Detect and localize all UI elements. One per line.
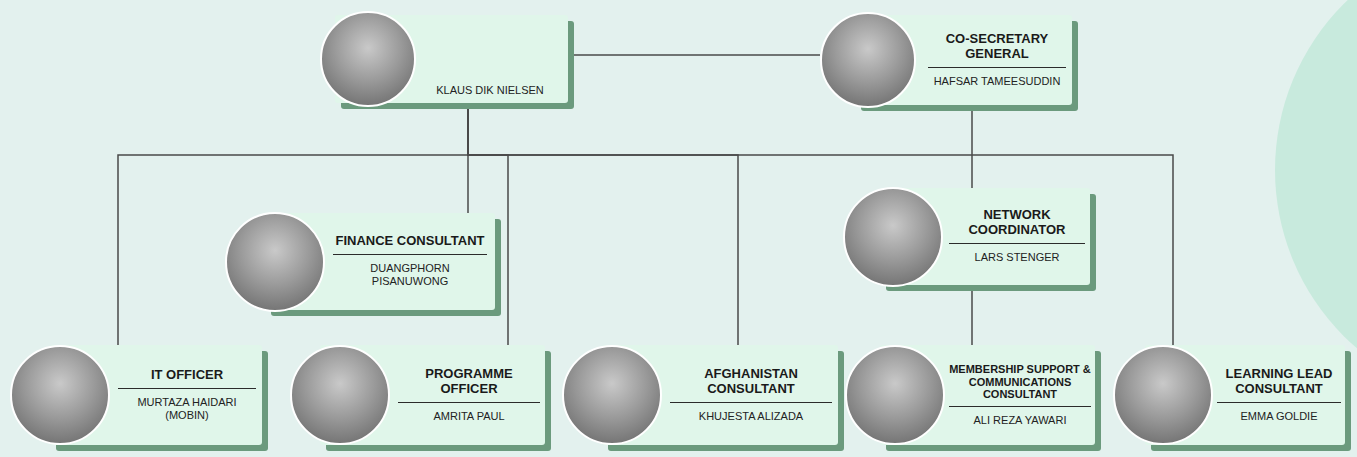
staff-card: KLAUS DIK NIELSEN <box>320 15 568 103</box>
staff-card: MEMBERSHIP SUPPORT & COMMUNICATIONS CONS… <box>845 345 1095 445</box>
staff-card: FINANCE CONSULTANT DUANGPHORN PISANUWONG <box>225 213 495 310</box>
portrait-photo <box>10 345 110 445</box>
person-name: AMRITA PAUL <box>398 410 540 423</box>
portrait-photo <box>562 345 662 445</box>
portrait-photo <box>290 345 390 445</box>
role-title: LEARNING LEAD CONSULTANT <box>1217 367 1341 403</box>
text-column: AFGHANISTAN CONSULTANT KHUJESTA ALIZADA <box>670 345 832 445</box>
text-group: FINANCE CONSULTANT DUANGPHORN PISANUWONG <box>333 234 487 288</box>
text-column: KLAUS DIK NIELSEN <box>420 15 560 103</box>
staff-card: AFGHANISTAN CONSULTANT KHUJESTA ALIZADA <box>562 345 838 445</box>
portrait-photo <box>1113 345 1213 445</box>
text-group: KLAUS DIK NIELSEN <box>420 84 560 97</box>
person-name: KLAUS DIK NIELSEN <box>420 84 560 97</box>
role-title: FINANCE CONSULTANT <box>333 234 487 255</box>
portrait-photo <box>320 11 416 107</box>
person-name: MURTAZA HAIDARI (MOBIN) <box>118 396 256 422</box>
role-title: NETWORK COORDINATOR <box>949 208 1085 244</box>
person-name: EMMA GOLDIE <box>1217 410 1341 423</box>
text-column: PROGRAMME OFFICER AMRITA PAUL <box>398 345 540 445</box>
portrait-photo <box>845 345 945 445</box>
person-name: KHUJESTA ALIZADA <box>670 410 832 423</box>
text-group: LEARNING LEAD CONSULTANT EMMA GOLDIE <box>1217 367 1341 423</box>
text-group: NETWORK COORDINATOR LARS STENGER <box>949 208 1085 264</box>
person-name: HAFSAR TAMEESUDDIN <box>928 75 1066 88</box>
org-connector <box>468 103 738 345</box>
org-connector <box>468 103 1173 345</box>
org-connector <box>568 54 820 56</box>
portrait-photo <box>225 212 325 312</box>
staff-card: IT OFFICER MURTAZA HAIDARI (MOBIN) <box>10 345 262 445</box>
org-connector <box>971 105 973 188</box>
text-column: LEARNING LEAD CONSULTANT EMMA GOLDIE <box>1217 345 1341 445</box>
role-title: IT OFFICER <box>118 368 256 389</box>
role-title: CO-SECRETARY GENERAL <box>928 32 1066 68</box>
text-column: IT OFFICER MURTAZA HAIDARI (MOBIN) <box>118 345 256 445</box>
text-group: AFGHANISTAN CONSULTANT KHUJESTA ALIZADA <box>670 367 832 423</box>
text-column: FINANCE CONSULTANT DUANGPHORN PISANUWONG <box>333 213 487 310</box>
role-title: AFGHANISTAN CONSULTANT <box>670 367 832 403</box>
text-group: IT OFFICER MURTAZA HAIDARI (MOBIN) <box>118 368 256 422</box>
staff-card: CO-SECRETARY GENERAL HAFSAR TAMEESUDDIN <box>820 15 1072 105</box>
role-title: PROGRAMME OFFICER <box>398 367 540 403</box>
org-connector <box>971 285 973 345</box>
staff-card: NETWORK COORDINATOR LARS STENGER <box>843 188 1090 285</box>
portrait-photo <box>843 187 943 287</box>
text-group: CO-SECRETARY GENERAL HAFSAR TAMEESUDDIN <box>928 32 1066 88</box>
staff-card: PROGRAMME OFFICER AMRITA PAUL <box>290 345 545 445</box>
text-group: MEMBERSHIP SUPPORT & COMMUNICATIONS CONS… <box>949 363 1091 427</box>
portrait-photo <box>820 12 916 108</box>
person-name: LARS STENGER <box>949 251 1085 264</box>
role-title: MEMBERSHIP SUPPORT & COMMUNICATIONS CONS… <box>949 363 1091 407</box>
text-column: NETWORK COORDINATOR LARS STENGER <box>949 188 1085 285</box>
person-name: ALI REZA YAWARI <box>949 414 1091 427</box>
person-name: DUANGPHORN PISANUWONG <box>333 262 487 288</box>
text-column: MEMBERSHIP SUPPORT & COMMUNICATIONS CONS… <box>949 345 1091 445</box>
text-group: PROGRAMME OFFICER AMRITA PAUL <box>398 367 540 423</box>
staff-card: LEARNING LEAD CONSULTANT EMMA GOLDIE <box>1113 345 1345 445</box>
text-column: CO-SECRETARY GENERAL HAFSAR TAMEESUDDIN <box>928 15 1066 105</box>
